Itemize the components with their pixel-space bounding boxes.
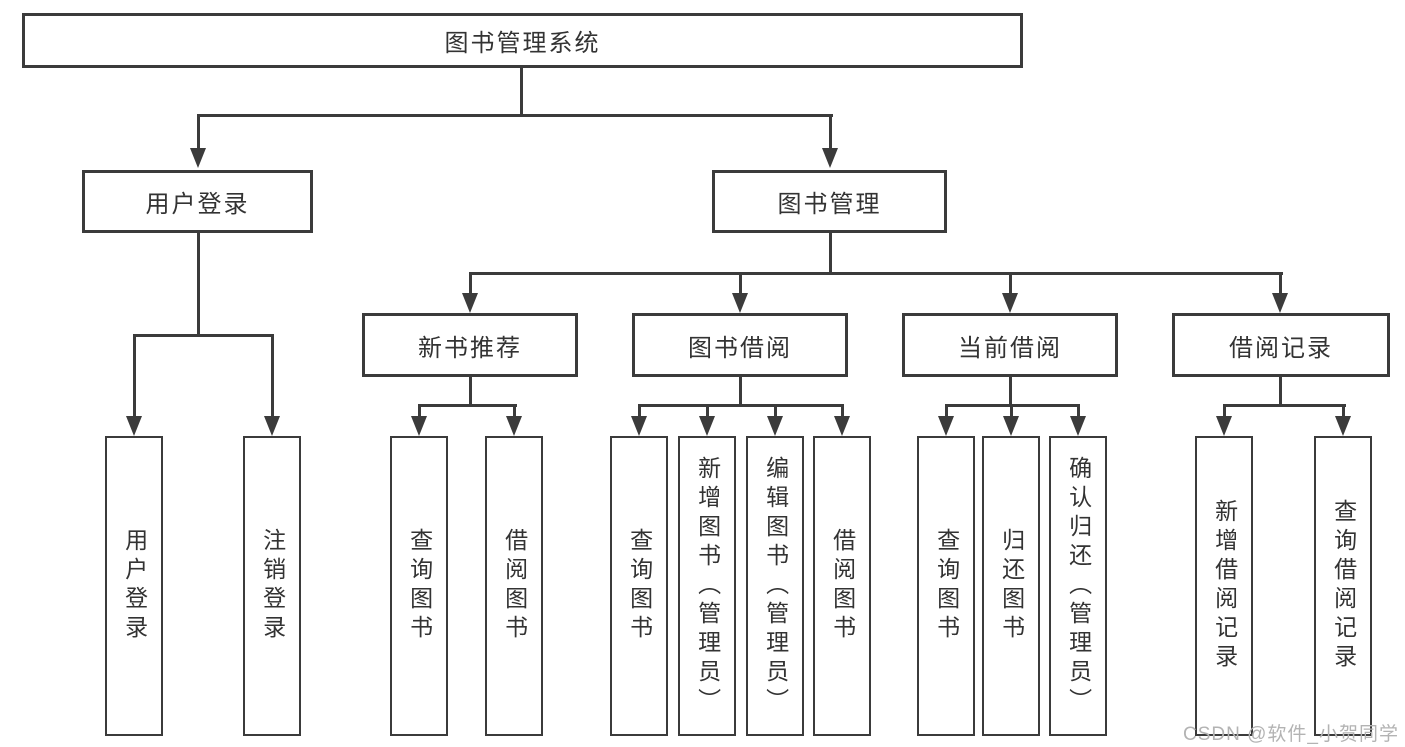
connector-line	[133, 334, 274, 337]
arrowhead-icon	[462, 293, 478, 313]
arrowhead-icon	[1002, 293, 1018, 313]
connector-line	[469, 377, 472, 407]
watermark: CSDN @软件_小贺同学	[1183, 724, 1399, 745]
arrowhead-icon	[126, 416, 142, 436]
arrowhead-icon	[822, 148, 838, 168]
connector-line	[841, 404, 844, 418]
leaf-label: 编辑图书（管理员）	[762, 455, 789, 717]
connector-line	[739, 272, 742, 296]
connector-line	[520, 68, 523, 117]
leaf-borrow-books: 借阅图书	[813, 436, 871, 736]
leaf-label: 归还图书	[998, 528, 1025, 644]
node-library-management-system: 图书管理系统	[22, 13, 1023, 68]
connector-line	[469, 272, 1283, 275]
connector-line	[513, 404, 516, 418]
connector-line	[945, 404, 948, 418]
arrowhead-icon	[506, 416, 522, 436]
arrowhead-icon	[1272, 293, 1288, 313]
arrowhead-icon	[1335, 416, 1351, 436]
connector-line	[1009, 377, 1012, 407]
connector-line	[197, 114, 200, 150]
connector-line	[638, 404, 641, 418]
leaf-query-borrow-record: 查询借阅记录	[1314, 436, 1372, 736]
leaf-label: 查询图书	[933, 528, 960, 644]
arrowhead-icon	[1216, 416, 1232, 436]
leaf-add-book-admin: 新增图书（管理员）	[678, 436, 736, 736]
node-current-borrowing: 当前借阅	[902, 313, 1118, 377]
connector-line	[133, 334, 136, 418]
arrowhead-icon	[699, 416, 715, 436]
connector-line	[829, 114, 832, 150]
connector-line	[271, 334, 274, 418]
arrowhead-icon	[834, 416, 850, 436]
leaf-label: 借阅图书	[829, 528, 856, 644]
node-new-book-recommend: 新书推荐	[362, 313, 578, 377]
leaf-query-books: 查询图书	[610, 436, 668, 736]
connector-line	[1223, 404, 1226, 418]
arrowhead-icon	[190, 148, 206, 168]
connector-line	[1077, 404, 1080, 418]
arrowhead-icon	[631, 416, 647, 436]
connector-line	[638, 404, 844, 407]
leaf-confirm-return-admin: 确认归还（管理员）	[1049, 436, 1107, 736]
connector-line	[418, 404, 517, 407]
connector-line	[469, 272, 472, 296]
node-borrowing-records: 借阅记录	[1172, 313, 1390, 377]
connector-line	[1009, 272, 1012, 296]
leaf-user-login: 用户登录	[105, 436, 163, 736]
arrowhead-icon	[1070, 416, 1086, 436]
leaf-query-books: 查询图书	[390, 436, 448, 736]
connector-line	[1010, 404, 1013, 418]
arrowhead-icon	[411, 416, 427, 436]
connector-line	[706, 404, 709, 418]
leaf-label: 新增图书（管理员）	[694, 455, 721, 717]
leaf-edit-book-admin: 编辑图书（管理员）	[746, 436, 804, 736]
connector-line	[1342, 404, 1345, 418]
leaf-label: 新增借阅记录	[1211, 499, 1238, 673]
arrowhead-icon	[732, 293, 748, 313]
leaf-return-books: 归还图书	[982, 436, 1040, 736]
connector-line	[197, 233, 200, 337]
leaf-add-borrow-record: 新增借阅记录	[1195, 436, 1253, 736]
leaf-label: 用户登录	[121, 528, 148, 644]
leaf-borrow-books: 借阅图书	[485, 436, 543, 736]
leaf-label: 注销登录	[259, 528, 286, 644]
leaf-query-books: 查询图书	[917, 436, 975, 736]
leaf-label: 确认归还（管理员）	[1065, 455, 1092, 717]
connector-line	[829, 233, 832, 275]
leaf-label: 查询图书	[406, 528, 433, 644]
connector-line	[1279, 377, 1282, 407]
node-book-management: 图书管理	[712, 170, 947, 233]
arrowhead-icon	[264, 416, 280, 436]
arrowhead-icon	[938, 416, 954, 436]
connector-line	[418, 404, 421, 418]
leaf-label: 查询借阅记录	[1330, 499, 1357, 673]
connector-line	[1223, 404, 1346, 407]
node-user-login: 用户登录	[82, 170, 313, 233]
node-book-borrowing: 图书借阅	[632, 313, 848, 377]
leaf-label: 借阅图书	[501, 528, 528, 644]
leaf-label: 查询图书	[626, 528, 653, 644]
arrowhead-icon	[1003, 416, 1019, 436]
connector-line	[774, 404, 777, 418]
connector-line	[197, 114, 833, 117]
connector-line	[739, 377, 742, 407]
leaf-logout: 注销登录	[243, 436, 301, 736]
connector-line	[1279, 272, 1282, 296]
arrowhead-icon	[767, 416, 783, 436]
